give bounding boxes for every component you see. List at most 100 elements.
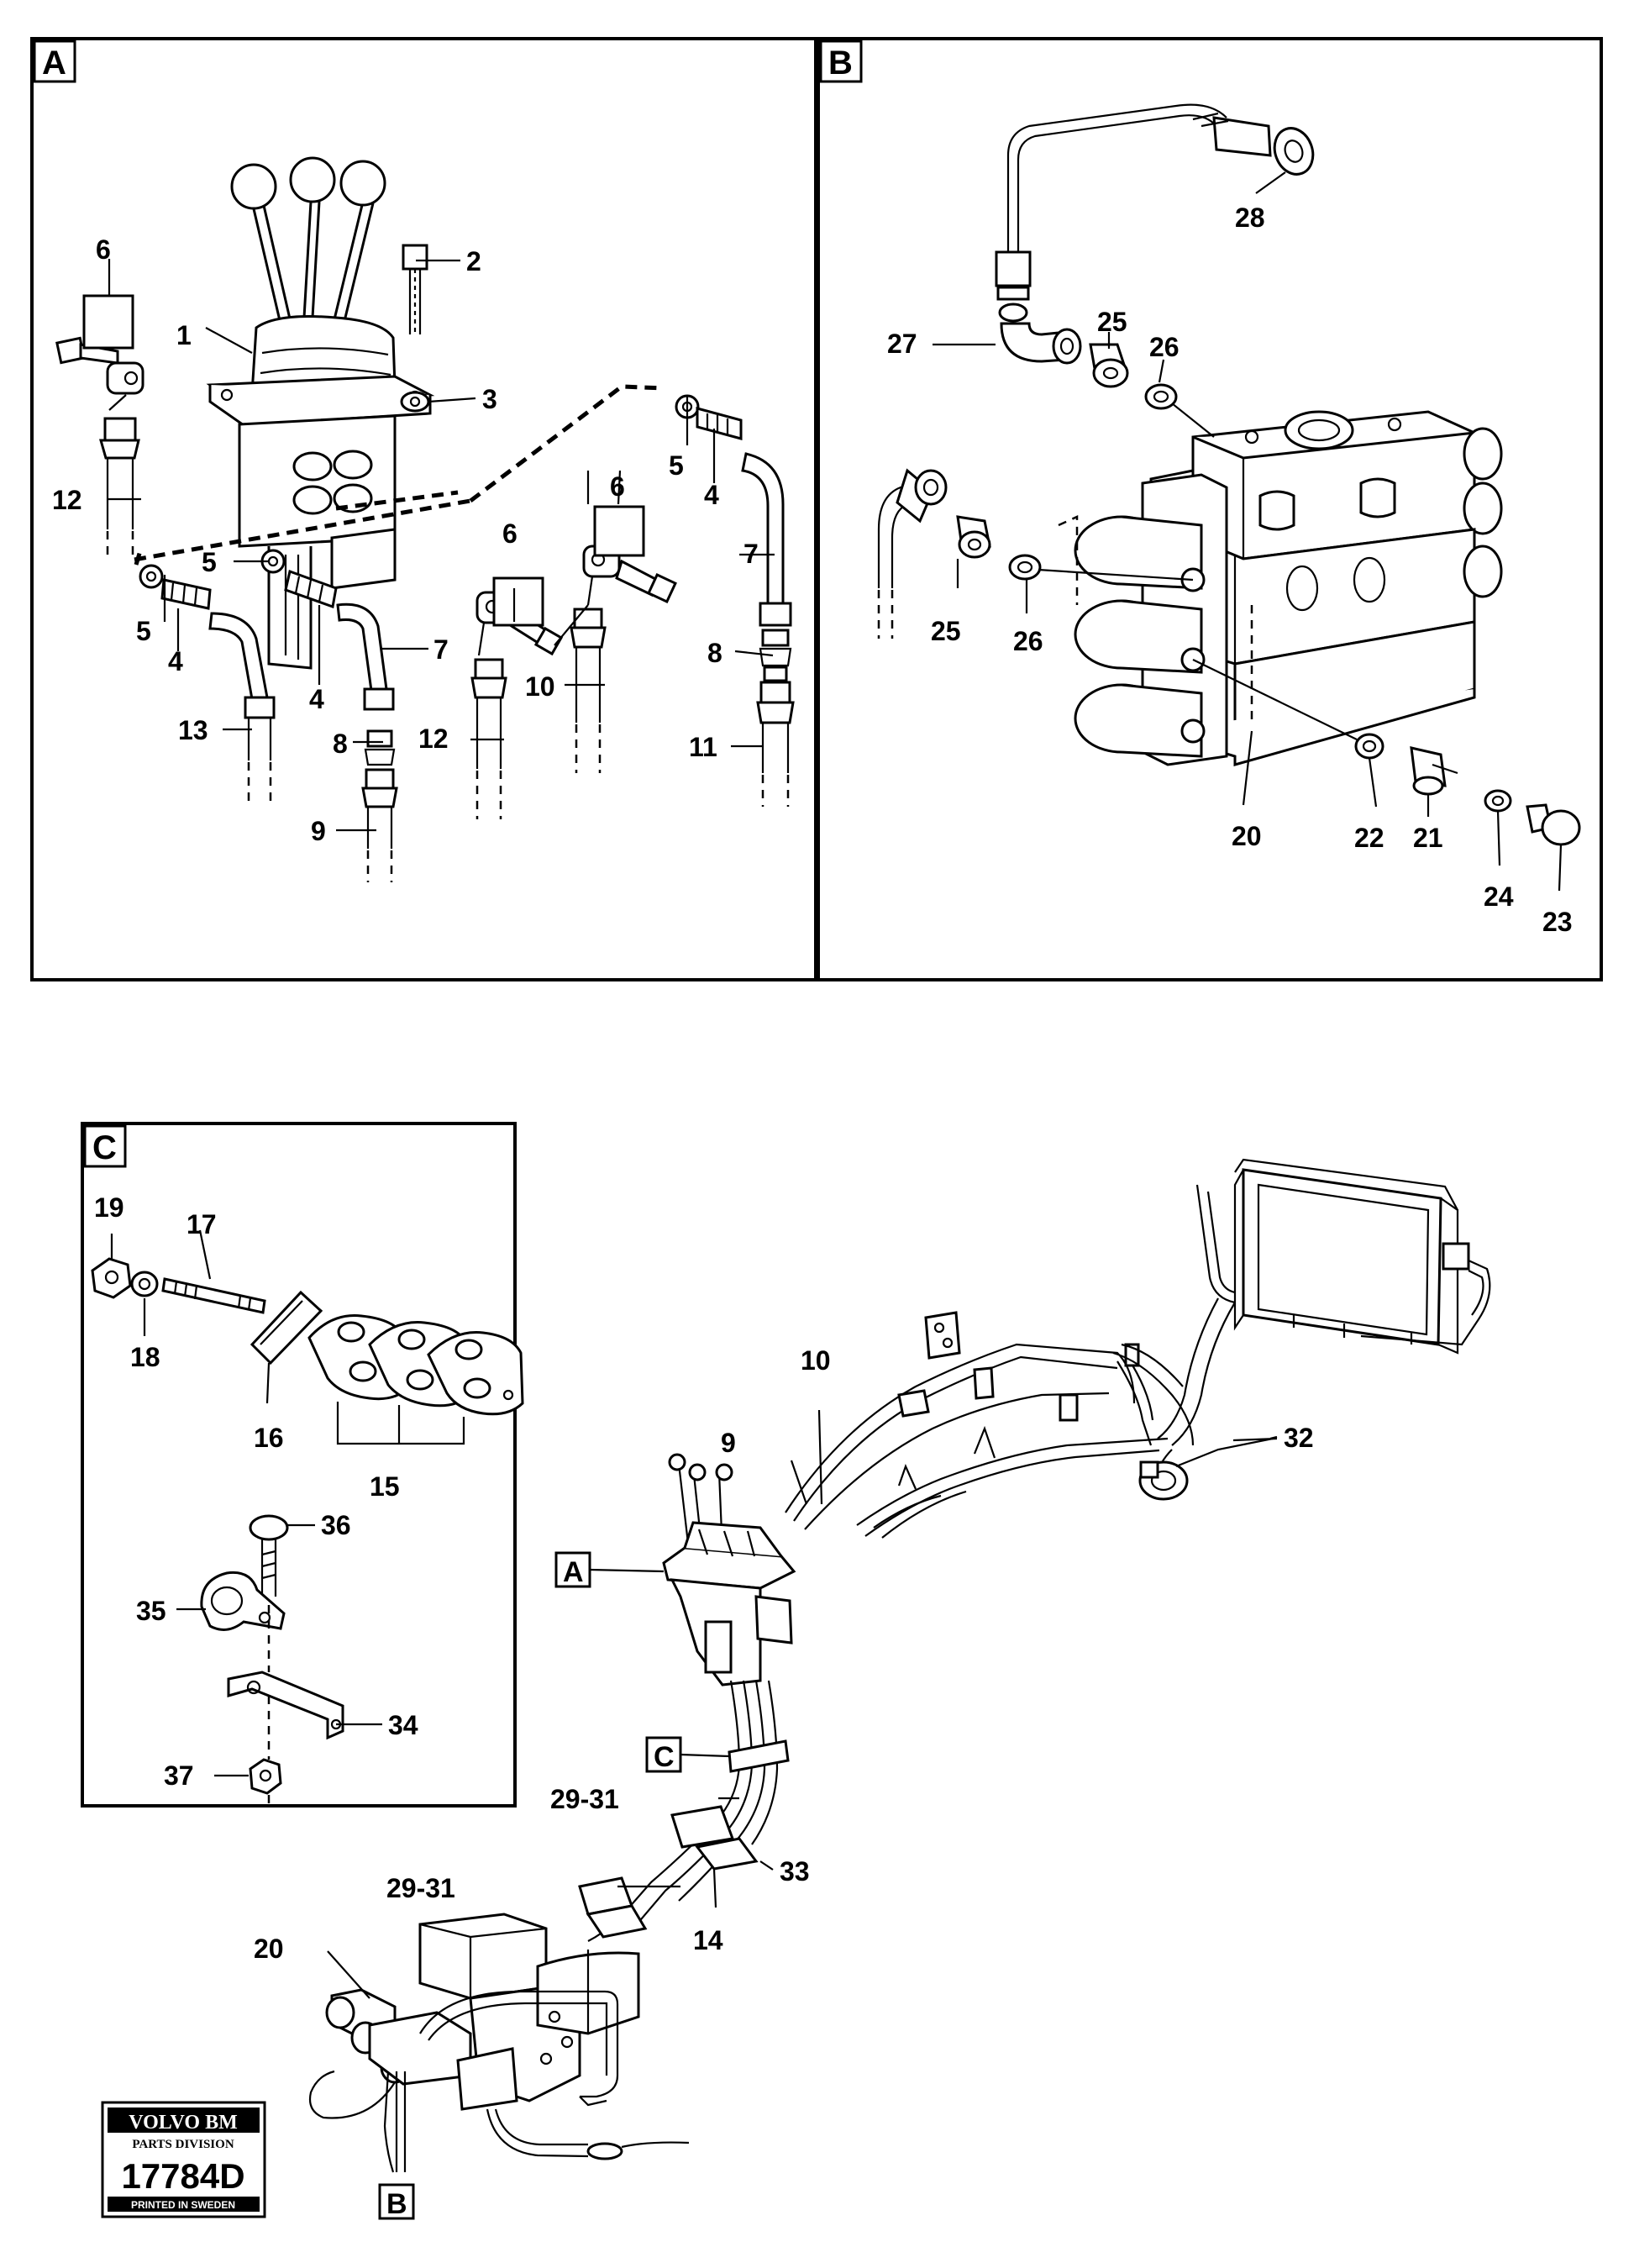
- callout-7-right: 7: [743, 539, 759, 569]
- union-part-8-middle: [364, 729, 396, 766]
- nut-part-3: [400, 391, 430, 413]
- callout-19: 19: [94, 1192, 124, 1223]
- callout-6-center: 6: [502, 518, 518, 549]
- overview-ref-box-b: B: [378, 2183, 415, 2220]
- tag-plate-6-right: [593, 505, 645, 557]
- callout-11: 11: [689, 732, 717, 762]
- washer-part-22: [1354, 733, 1384, 760]
- svg-text:A: A: [42, 45, 66, 82]
- washer-part-5-middle: [260, 549, 286, 574]
- callout-12-left: 12: [52, 485, 82, 515]
- washer-part-26-upper: [1144, 383, 1178, 410]
- callout-16: 16: [254, 1423, 284, 1453]
- callout-5-left: 5: [136, 616, 151, 646]
- valve-base-plate: [206, 315, 435, 427]
- panel-c-frame: [81, 1122, 517, 1808]
- callout-37: 37: [164, 1760, 194, 1791]
- callout-7-middle: 7: [433, 634, 449, 665]
- overview-hose-loop: [873, 1490, 967, 1539]
- callout-overview-14: 14: [693, 1925, 723, 1955]
- overview-ref-box-a: A: [554, 1551, 665, 1588]
- leader-lines-c: [110, 1229, 382, 1777]
- hose-10: [570, 608, 607, 773]
- stud-part-17: [161, 1277, 266, 1314]
- callout-5-middle: 5: [202, 547, 217, 577]
- tag-plate-6-center: [492, 576, 544, 627]
- overview-switch-part-32: [1138, 1437, 1274, 1501]
- overview-control-valve-a: [662, 1453, 796, 1687]
- leader-lines-b: [933, 171, 1563, 892]
- callout-4-left: 4: [168, 646, 183, 676]
- callout-28: 28: [1235, 203, 1265, 233]
- nut-part-19: [91, 1257, 132, 1299]
- section-box-b: B: [819, 39, 863, 83]
- svg-text:A: A: [563, 1556, 584, 1588]
- svg-text:C: C: [654, 1741, 675, 1773]
- panel-a-frame: [30, 37, 817, 981]
- callout-36: 36: [321, 1510, 351, 1540]
- svg-text:B: B: [386, 2188, 407, 2220]
- callout-26-upper: 26: [1149, 332, 1180, 362]
- callout-overview-29-31-lower: 29-31: [386, 1873, 455, 1903]
- bolt-part-2: [402, 244, 428, 334]
- callout-25-upper: 25: [1097, 307, 1127, 337]
- panel-a-drawing: 1 2 3 4 4 4 5 5 5 6 6 6 7 7 8 8 9 10 11 …: [52, 156, 795, 882]
- clamp-part-35: [200, 1571, 286, 1631]
- callout-overview-29-31-upper: 29-31: [550, 1784, 619, 1814]
- logo-number: 17784D: [121, 2156, 244, 2196]
- callout-2: 2: [466, 246, 481, 276]
- washer-part-18: [130, 1271, 159, 1297]
- callout-4-middle: 4: [309, 684, 324, 714]
- section-box-c: C: [83, 1124, 127, 1168]
- adapter-part-4-middle: [284, 570, 338, 609]
- callout-27: 27: [887, 329, 917, 359]
- callout-20: 20: [1232, 821, 1262, 851]
- plug-part-23: [1526, 803, 1581, 846]
- callout-35: 35: [136, 1596, 166, 1626]
- callout-overview-33: 33: [780, 1856, 810, 1886]
- overview-hose-brackets: [897, 1311, 1195, 1490]
- callout-5-right: 5: [669, 450, 684, 481]
- control-levers: [230, 156, 386, 329]
- valve-block-part-20: [1058, 410, 1503, 766]
- pipe-13-left: [208, 612, 276, 807]
- hose-left-with-elbow: [877, 468, 948, 639]
- leader-lines-a: [108, 259, 775, 832]
- callout-23: 23: [1542, 907, 1573, 937]
- overview-ref-box-c: C: [645, 1736, 730, 1773]
- callouts-panel-a: 1 2 3 4 4 4 5 5 5 6 6 6 7 7 8 8 9 10 11 …: [52, 234, 759, 846]
- callout-8-middle: 8: [333, 729, 348, 759]
- svg-text:B: B: [828, 45, 853, 82]
- adapter-part-21: [1410, 746, 1458, 796]
- volvo-bm-logo: VOLVO BM PARTS DIVISION 17784D PRINTED I…: [101, 2101, 266, 2218]
- callout-9: 9: [311, 816, 326, 846]
- overview-drawing: 9 10 32 29-31 29-31 33 14 20 A C B: [254, 1158, 1491, 2220]
- svg-text:C: C: [92, 1129, 117, 1166]
- hose-12-center: [470, 658, 507, 819]
- callout-overview-10: 10: [801, 1345, 831, 1376]
- callout-26-lower: 26: [1013, 626, 1043, 656]
- callouts-panel-c: 15 16 17 18 19 34 35 36 37: [94, 1192, 418, 1791]
- fitting-part-25-upper: [1089, 343, 1129, 388]
- callout-17: 17: [187, 1209, 217, 1239]
- callout-22: 22: [1354, 823, 1384, 853]
- section-box-a: A: [33, 39, 76, 83]
- callout-25-lower: 25: [931, 616, 961, 646]
- panel-b-frame: [817, 37, 1603, 981]
- dashed-line-upper: [134, 384, 665, 562]
- callout-6-left: 6: [96, 234, 111, 265]
- panel-c-drawing: 15 16 17 18 19 34 35 36 37: [91, 1192, 524, 1807]
- fitting-part-25-lower: [956, 515, 991, 559]
- adapter-part-4-right: [696, 407, 743, 440]
- pipe-7-right: [741, 452, 792, 627]
- callout-13: 13: [178, 715, 208, 745]
- callout-12-center: 12: [418, 724, 449, 754]
- callout-4-right: 4: [704, 480, 719, 510]
- callout-overview-20: 20: [254, 1934, 284, 1964]
- hose-11: [756, 681, 795, 807]
- callout-6-right: 6: [610, 471, 625, 502]
- callout-24: 24: [1484, 881, 1514, 912]
- union-part-8-right: [759, 629, 792, 682]
- leader-lines-overview: [327, 1409, 1278, 2173]
